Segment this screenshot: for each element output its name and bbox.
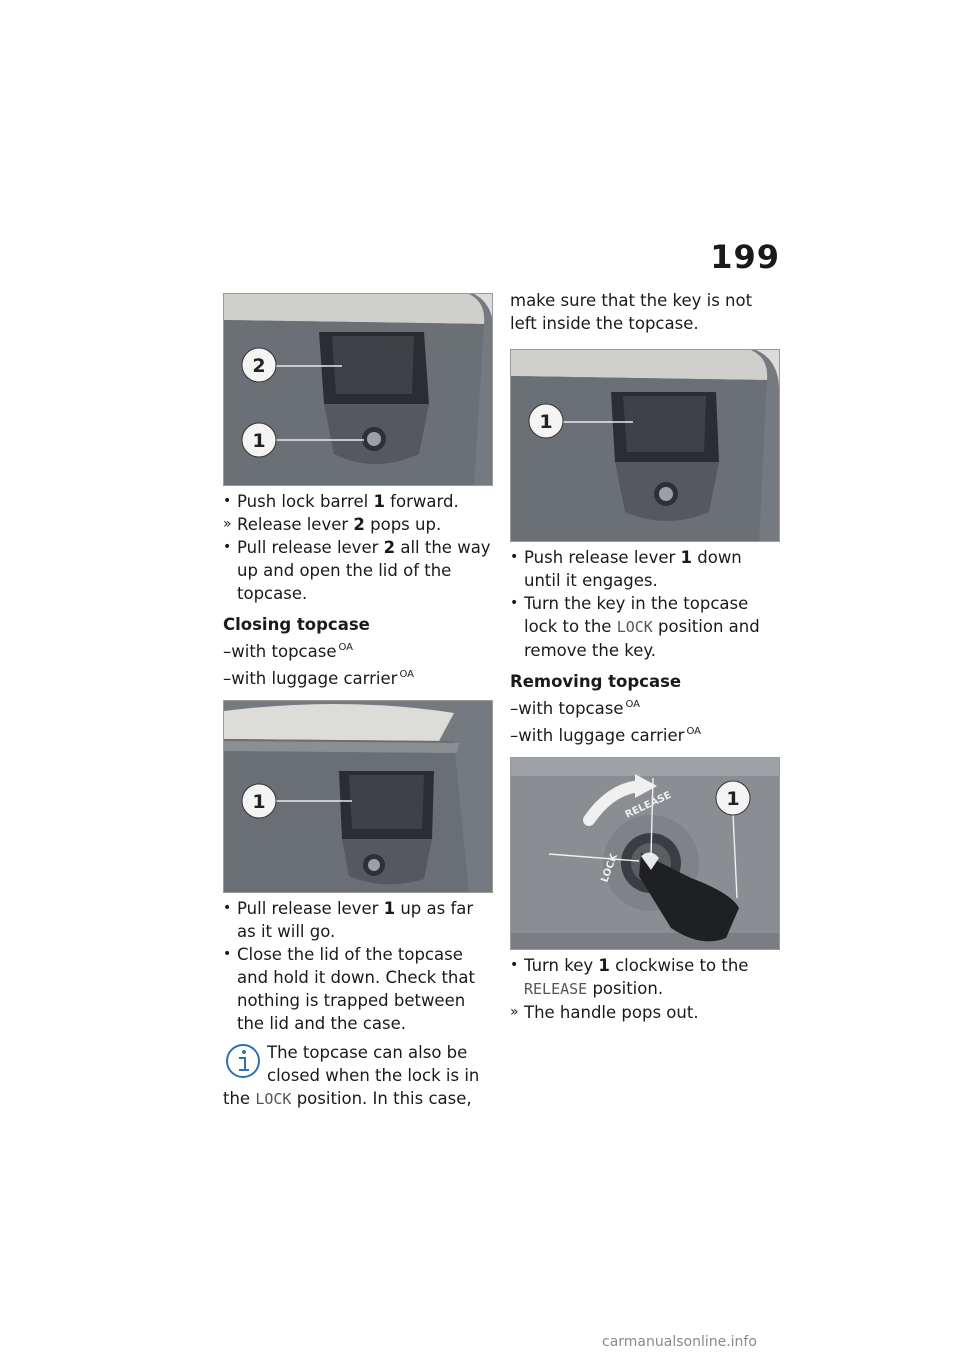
step-close-lid: •Close the lid of the topcase and hold i… <box>223 945 475 1033</box>
watermark: carmanualsonline.info <box>602 1334 757 1350</box>
figure-push-lever-down: 1 <box>510 349 780 542</box>
callout-1: 1 <box>252 430 265 452</box>
info-note: The topcase can also be closed when the … <box>223 1043 480 1108</box>
callout-1: 1 <box>252 791 265 813</box>
step-push-lock-barrel: •Push lock barrel 1 forward. <box>223 492 459 511</box>
figure-release-lever-up: 1 <box>223 700 493 893</box>
callout-1: 1 <box>539 411 552 433</box>
figure-push-lever-down-illustration: 1 <box>511 350 779 541</box>
step-pull-release-lever: •Pull release lever 2 all the way up and… <box>223 538 491 603</box>
heading-removing-topcase: Removing topcase <box>510 672 682 691</box>
figure-release-lever-up-illustration: 1 <box>224 701 492 892</box>
callout-2: 2 <box>252 355 265 377</box>
result-release-lever-pops: »Release lever 2 pops up. <box>223 515 442 534</box>
callout-1: 1 <box>726 788 739 810</box>
continued-note: make sure that the key is not left insid… <box>510 291 753 333</box>
figure-lock-barrel: 2 1 <box>223 293 493 486</box>
lock-mono: LOCK <box>255 1090 292 1108</box>
figure-turn-key-illustration: LOCK RELEASE 1 <box>511 758 779 949</box>
right-column: make sure that the key is not left insid… <box>510 289 782 1024</box>
info-icon <box>226 1044 260 1078</box>
step-turn-key-lock: •Turn the key in the topcase lock to the… <box>510 594 760 660</box>
figure-turn-key: LOCK RELEASE 1 <box>510 757 780 950</box>
figure-lock-barrel-illustration: 2 1 <box>224 294 492 485</box>
left-column: 2 1 •Push lock barrel 1 forward. »Releas… <box>223 293 495 1111</box>
heading-closing-topcase: Closing topcase <box>223 615 370 634</box>
step-turn-key-release: •Turn key 1 clockwise to the RELEASE pos… <box>510 956 749 998</box>
step-pull-lever-up: •Pull release lever 1 up as far as it wi… <box>223 899 474 941</box>
page-number: 199 <box>710 238 780 276</box>
step-push-lever-down: •Push release lever 1 down until it enga… <box>510 548 742 590</box>
result-handle-pops-out: »The handle pops out. <box>510 1003 699 1022</box>
